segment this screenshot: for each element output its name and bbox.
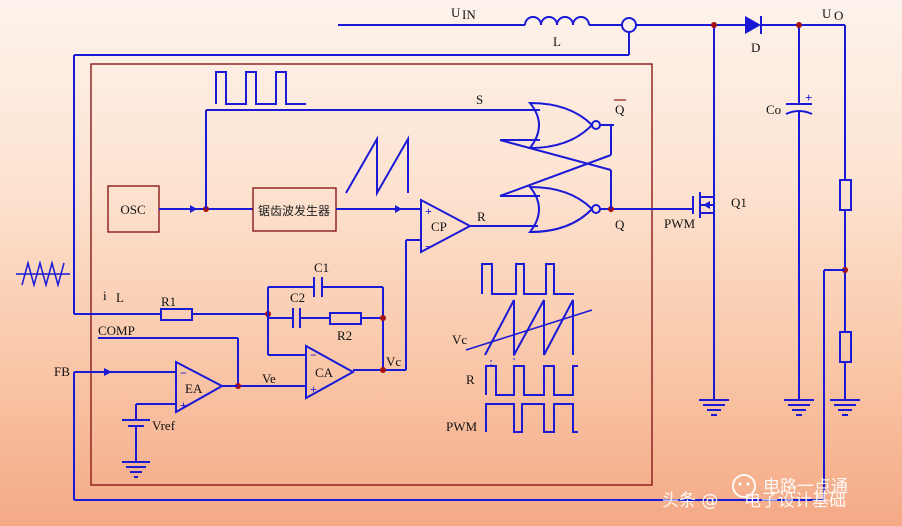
r2-resistor (329, 312, 362, 325)
cp-minus-sign: − (425, 239, 432, 254)
cp-label: CP (431, 219, 447, 234)
diode-label: D (751, 40, 760, 55)
co-plus-sign: + (805, 90, 812, 105)
current-sense-node (621, 17, 637, 33)
r2-label: R2 (337, 328, 352, 343)
divider-resistor-top (839, 179, 852, 211)
uin-label: U (451, 5, 461, 20)
wave-pwm-label: PWM (446, 419, 478, 434)
oscillator-section (107, 71, 540, 233)
inductor-current-waveform (16, 260, 70, 288)
current-amp-section (74, 277, 406, 400)
vc-label: Vc (386, 354, 401, 369)
co-label: Co (766, 102, 781, 117)
ca-label: CA (315, 365, 334, 380)
r-label: R (477, 209, 486, 224)
ca-minus-sign: − (310, 348, 317, 362)
ca-amplifier (305, 344, 356, 400)
wave-r-label: R (466, 372, 475, 387)
vc-threshold-line (465, 309, 593, 351)
q-output-label: Q (615, 217, 625, 232)
r-timing-wave (485, 365, 578, 396)
fb-label: FB (54, 364, 70, 379)
q-bar-label: Q (615, 102, 625, 117)
ca-plus-sign: + (310, 382, 317, 396)
wave-vc-label: Vc (452, 332, 467, 347)
controller-ic-boundary (90, 63, 653, 486)
pwm-timing-wave (485, 403, 578, 433)
ea-amplifier (175, 360, 225, 414)
c1-label: C1 (314, 260, 329, 275)
ve-label: Ve (262, 371, 276, 386)
clock-timing-wave (481, 263, 574, 295)
uo-subscript: O (834, 8, 843, 23)
sawtooth-waveform (345, 135, 409, 197)
comparator-cp (405, 198, 473, 370)
watermark-prefix: 头条 @ (662, 491, 718, 511)
comp-label: COMP (98, 323, 135, 338)
sr-latch (470, 101, 694, 234)
ground-divider (830, 399, 860, 416)
r1-label: R1 (161, 294, 176, 309)
uin-subscript: IN (462, 7, 476, 22)
clock-pulse-waveform (215, 71, 306, 105)
osc-label: OSC (120, 202, 145, 217)
watermark-overlay: 电子设计基础 (744, 491, 846, 511)
s-label: S (476, 92, 483, 107)
nor-gate-bottom (527, 185, 594, 234)
ground-co (784, 399, 814, 416)
inductor-l (524, 16, 590, 26)
wechat-icon (732, 474, 756, 498)
ea-label: EA (185, 381, 203, 396)
nor-gate-top (527, 101, 594, 150)
vref-label: Vref (152, 418, 176, 433)
r1-resistor (160, 308, 193, 321)
watermark-brand: 电路一点通 (763, 477, 848, 497)
power-stage: + (73, 16, 860, 501)
diode-d (745, 16, 761, 34)
q1-label: Q1 (731, 195, 747, 210)
sawtooth-timing-wave (484, 299, 574, 356)
uo-label: U (822, 6, 832, 21)
ground-q1 (699, 220, 729, 416)
sawtooth-generator-label: 锯齿波发生器 (258, 203, 330, 218)
watermark: 电路一点通 头条 @ 电子设计基础 (662, 474, 848, 511)
timing-waveforms (465, 263, 593, 433)
ea-minus-sign: − (180, 366, 187, 380)
il-label: i (103, 288, 107, 303)
ea-plus-sign: + (180, 398, 187, 412)
cp-plus-sign: + (425, 204, 432, 218)
pwm-output-label: PWM (664, 216, 696, 231)
c2-label: C2 (290, 290, 305, 305)
inductor-label: L (553, 34, 561, 49)
q1-mosfet (692, 190, 715, 220)
error-amp-section (74, 337, 241, 478)
divider-resistor-bottom (839, 331, 852, 363)
il-subscript: L (116, 290, 124, 305)
